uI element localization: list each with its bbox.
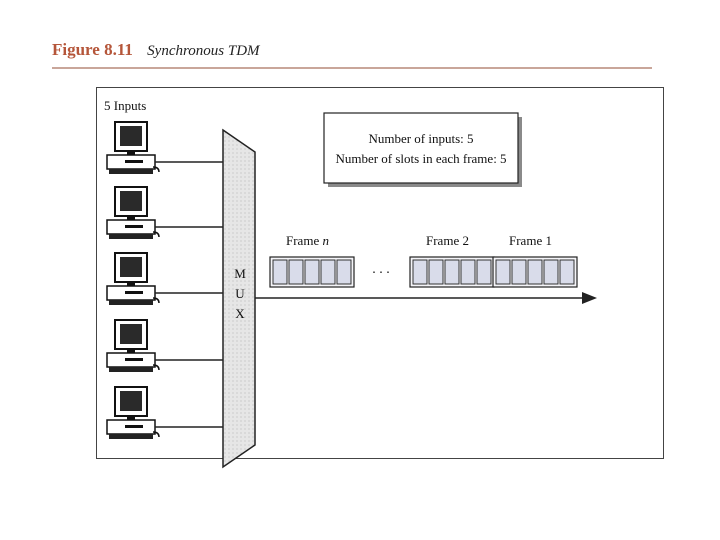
mouse-cable	[152, 431, 160, 438]
frame-1	[492, 256, 578, 288]
frame-2	[409, 256, 495, 288]
monitor-stand	[127, 416, 135, 420]
mouse-cable	[152, 166, 160, 173]
monitor-screen	[120, 126, 142, 146]
info-box: Number of inputs: 5 Number of slots in e…	[323, 112, 522, 187]
drive-slot	[125, 291, 143, 294]
time-slot	[428, 259, 444, 285]
keyboard	[109, 434, 153, 439]
time-slot	[460, 259, 476, 285]
frame-1-label: Frame 1	[509, 233, 552, 248]
computer-icon	[106, 121, 160, 174]
drive-slot	[125, 160, 143, 163]
mux-letter-x: X	[235, 306, 245, 321]
arrow-right-icon	[582, 292, 597, 304]
monitor-screen	[120, 191, 142, 211]
mouse-cable	[152, 231, 160, 238]
frame-n	[269, 256, 355, 288]
monitor-stand	[127, 349, 135, 353]
computer-list	[106, 121, 223, 439]
frame-n-variable: n	[322, 233, 329, 248]
time-slot	[320, 259, 336, 285]
multiplexer: M U X	[222, 128, 256, 469]
monitor-stand	[127, 216, 135, 220]
time-slot	[444, 259, 460, 285]
monitor-screen	[120, 391, 142, 411]
figure-title: Figure 8.11 Synchronous TDM	[52, 40, 260, 60]
monitor-screen	[120, 324, 142, 344]
multiplexer-icon	[222, 128, 256, 469]
time-slot	[559, 259, 575, 285]
keyboard	[109, 234, 153, 239]
keyboard	[109, 367, 153, 372]
computer-icon	[106, 319, 160, 372]
info-line-2: Number of slots in each frame: 5	[335, 151, 506, 166]
computer-icon	[106, 252, 160, 305]
mouse-cable	[152, 364, 160, 371]
time-slot	[476, 259, 492, 285]
mux-letter-u: U	[235, 286, 245, 301]
info-box-frame	[323, 112, 519, 184]
time-slot	[412, 259, 428, 285]
keyboard	[109, 169, 153, 174]
monitor-stand	[127, 151, 135, 155]
mouse-cable	[152, 297, 160, 304]
monitor-stand	[127, 282, 135, 286]
computer-icon	[106, 186, 160, 239]
time-slot	[304, 259, 320, 285]
info-line-1: Number of inputs: 5	[368, 131, 473, 146]
drive-slot	[125, 225, 143, 228]
keyboard	[109, 300, 153, 305]
drive-slot	[125, 358, 143, 361]
time-slot	[495, 259, 511, 285]
monitor-screen	[120, 257, 142, 277]
figure-caption: Synchronous TDM	[147, 43, 260, 59]
frame-n-prefix: Frame	[286, 233, 322, 248]
drive-slot	[125, 425, 143, 428]
figure-number: Figure 8.11	[52, 40, 133, 59]
frame-2-label: Frame 2	[426, 233, 469, 248]
time-slot	[288, 259, 304, 285]
frame-n-label: Frame n	[286, 233, 329, 248]
frame-group	[269, 256, 578, 288]
frames-ellipsis: . . .	[372, 262, 390, 277]
mux-letter-m: M	[234, 266, 246, 281]
time-slot	[527, 259, 543, 285]
computer-icon	[106, 386, 160, 439]
inputs-label: 5 Inputs	[104, 98, 146, 113]
time-slot	[511, 259, 527, 285]
time-slot	[543, 259, 559, 285]
time-slot	[336, 259, 352, 285]
time-slot	[272, 259, 288, 285]
title-divider	[52, 67, 652, 69]
